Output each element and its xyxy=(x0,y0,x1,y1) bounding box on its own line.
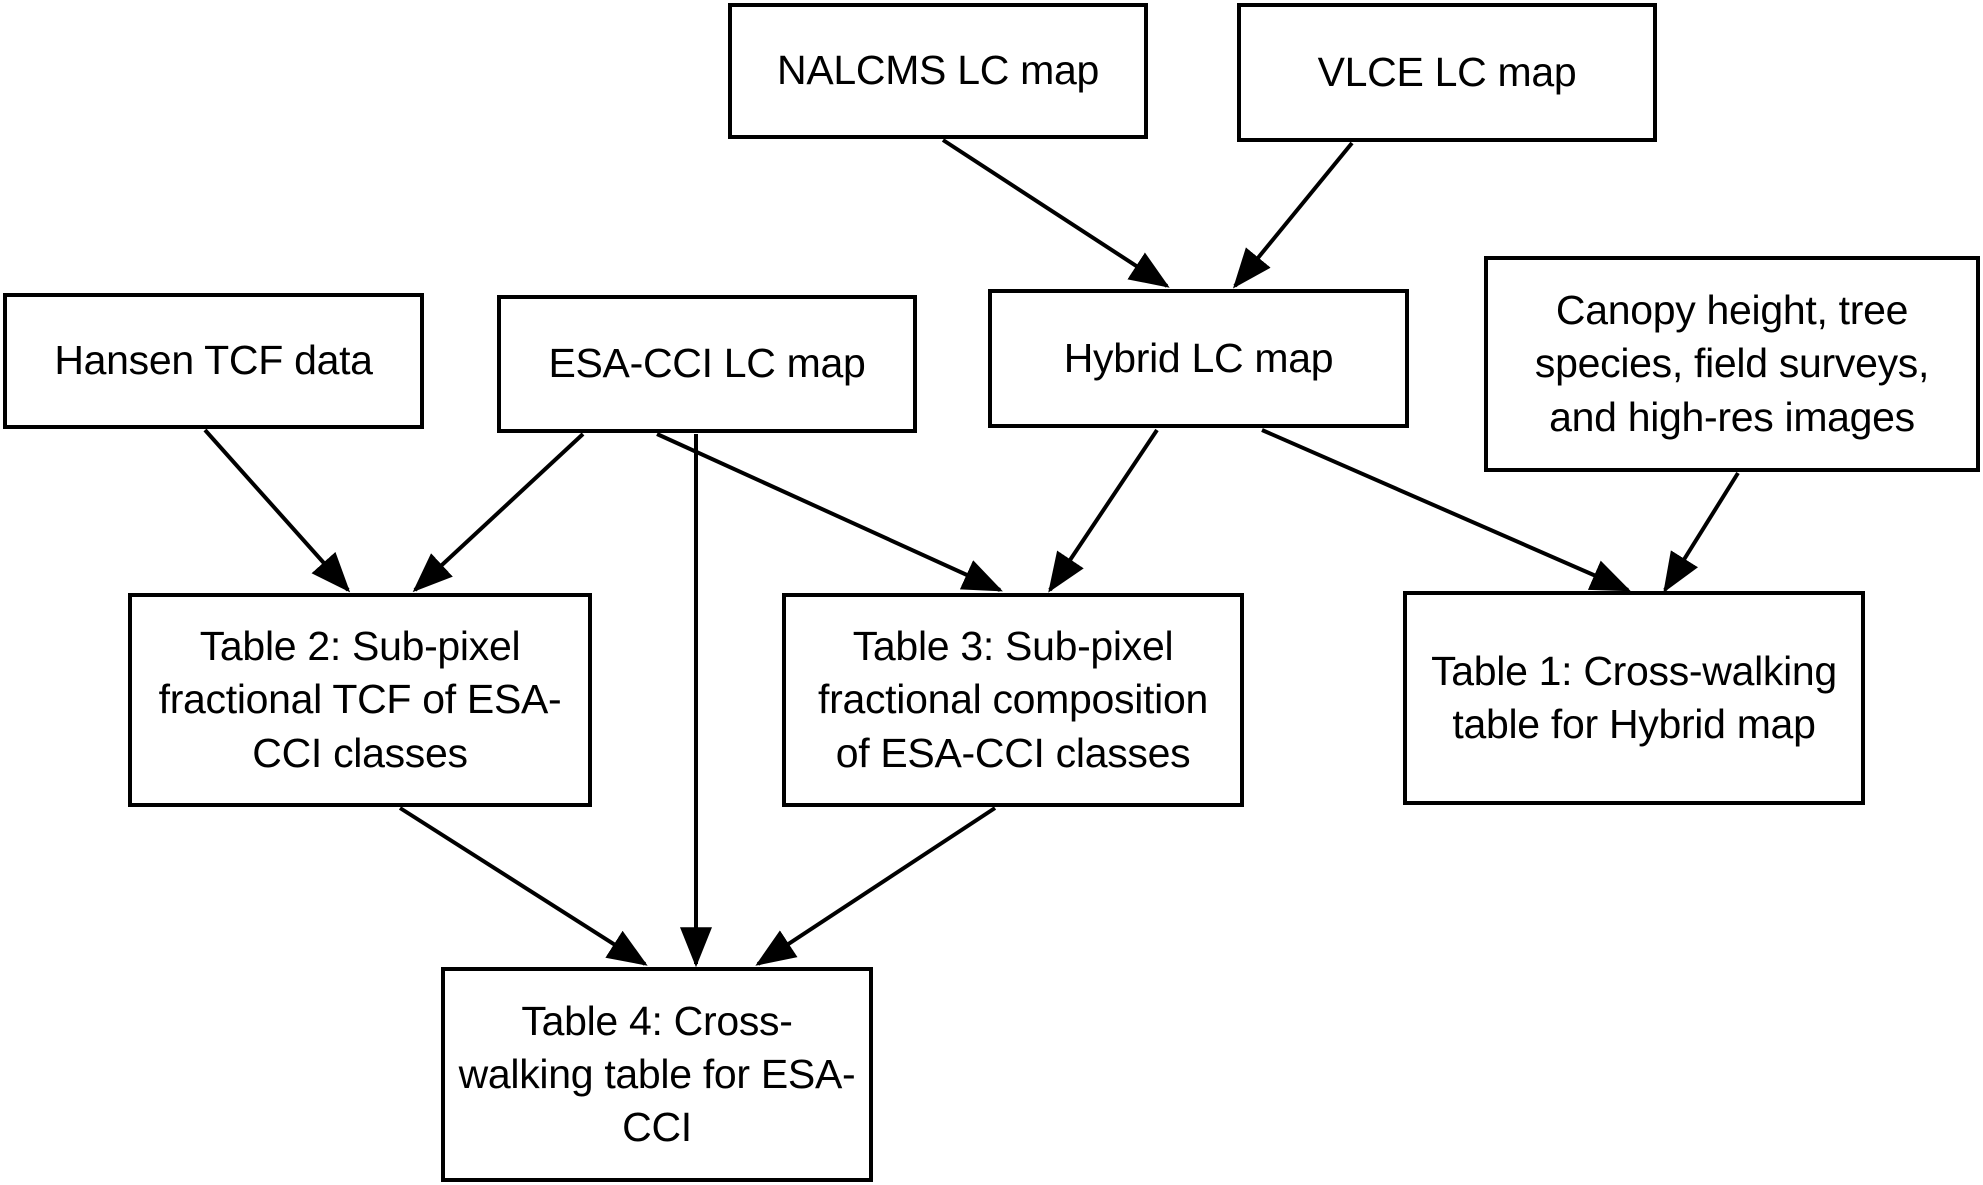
edge-table3-to-table4 xyxy=(755,806,997,966)
edge-hybrid-to-table3 xyxy=(1048,428,1159,593)
node-hansen: Hansen TCF data xyxy=(3,293,424,429)
node-label-vlce: VLCE LC map xyxy=(1317,48,1577,95)
node-label-hybrid: Hybrid LC map xyxy=(1063,334,1334,381)
node-table2: Table 2: Sub-pixel fractional TCF of ESA… xyxy=(128,593,592,807)
node-nalcms: NALCMS LC map xyxy=(728,3,1148,139)
node-label-table3: Table 3: Sub-pixel fractional compositio… xyxy=(818,623,1208,776)
edge-vlce-to-hybrid xyxy=(1232,141,1354,289)
node-esacci: ESA-CCI LC map xyxy=(497,295,917,433)
edge-table2-to-table4 xyxy=(398,806,648,966)
edge-esacci-to-table3 xyxy=(656,432,1003,592)
edge-esacci-to-table2 xyxy=(412,432,585,593)
node-table3: Table 3: Sub-pixel fractional compositio… xyxy=(782,593,1244,807)
edge-nalcms-to-hybrid xyxy=(941,138,1170,288)
edge-hansen-to-table2 xyxy=(203,428,351,593)
node-label-esacci: ESA-CCI LC map xyxy=(548,340,866,387)
node-label-hansen: Hansen TCF data xyxy=(54,337,373,384)
node-label-nalcms: NALCMS LC map xyxy=(777,47,1099,94)
node-label-table4: Table 4: Cross-walking table for ESA-CCI xyxy=(458,997,856,1151)
node-vlce: VLCE LC map xyxy=(1237,3,1657,142)
node-label-canopy: Canopy height, tree species, field surve… xyxy=(1534,287,1930,440)
node-label-table2: Table 2: Sub-pixel fractional TCF of ESA… xyxy=(158,623,562,776)
node-table1: Table 1: Cross-walking table for Hybrid … xyxy=(1403,591,1865,805)
node-canopy: Canopy height, tree species, field surve… xyxy=(1484,256,1980,472)
node-table4: Table 4: Cross-walking table for ESA-CCI xyxy=(441,967,873,1182)
node-hybrid: Hybrid LC map xyxy=(988,289,1409,428)
node-label-table1: Table 1: Cross-walking table for Hybrid … xyxy=(1431,647,1837,747)
edge-canopy-to-table1 xyxy=(1663,471,1740,593)
